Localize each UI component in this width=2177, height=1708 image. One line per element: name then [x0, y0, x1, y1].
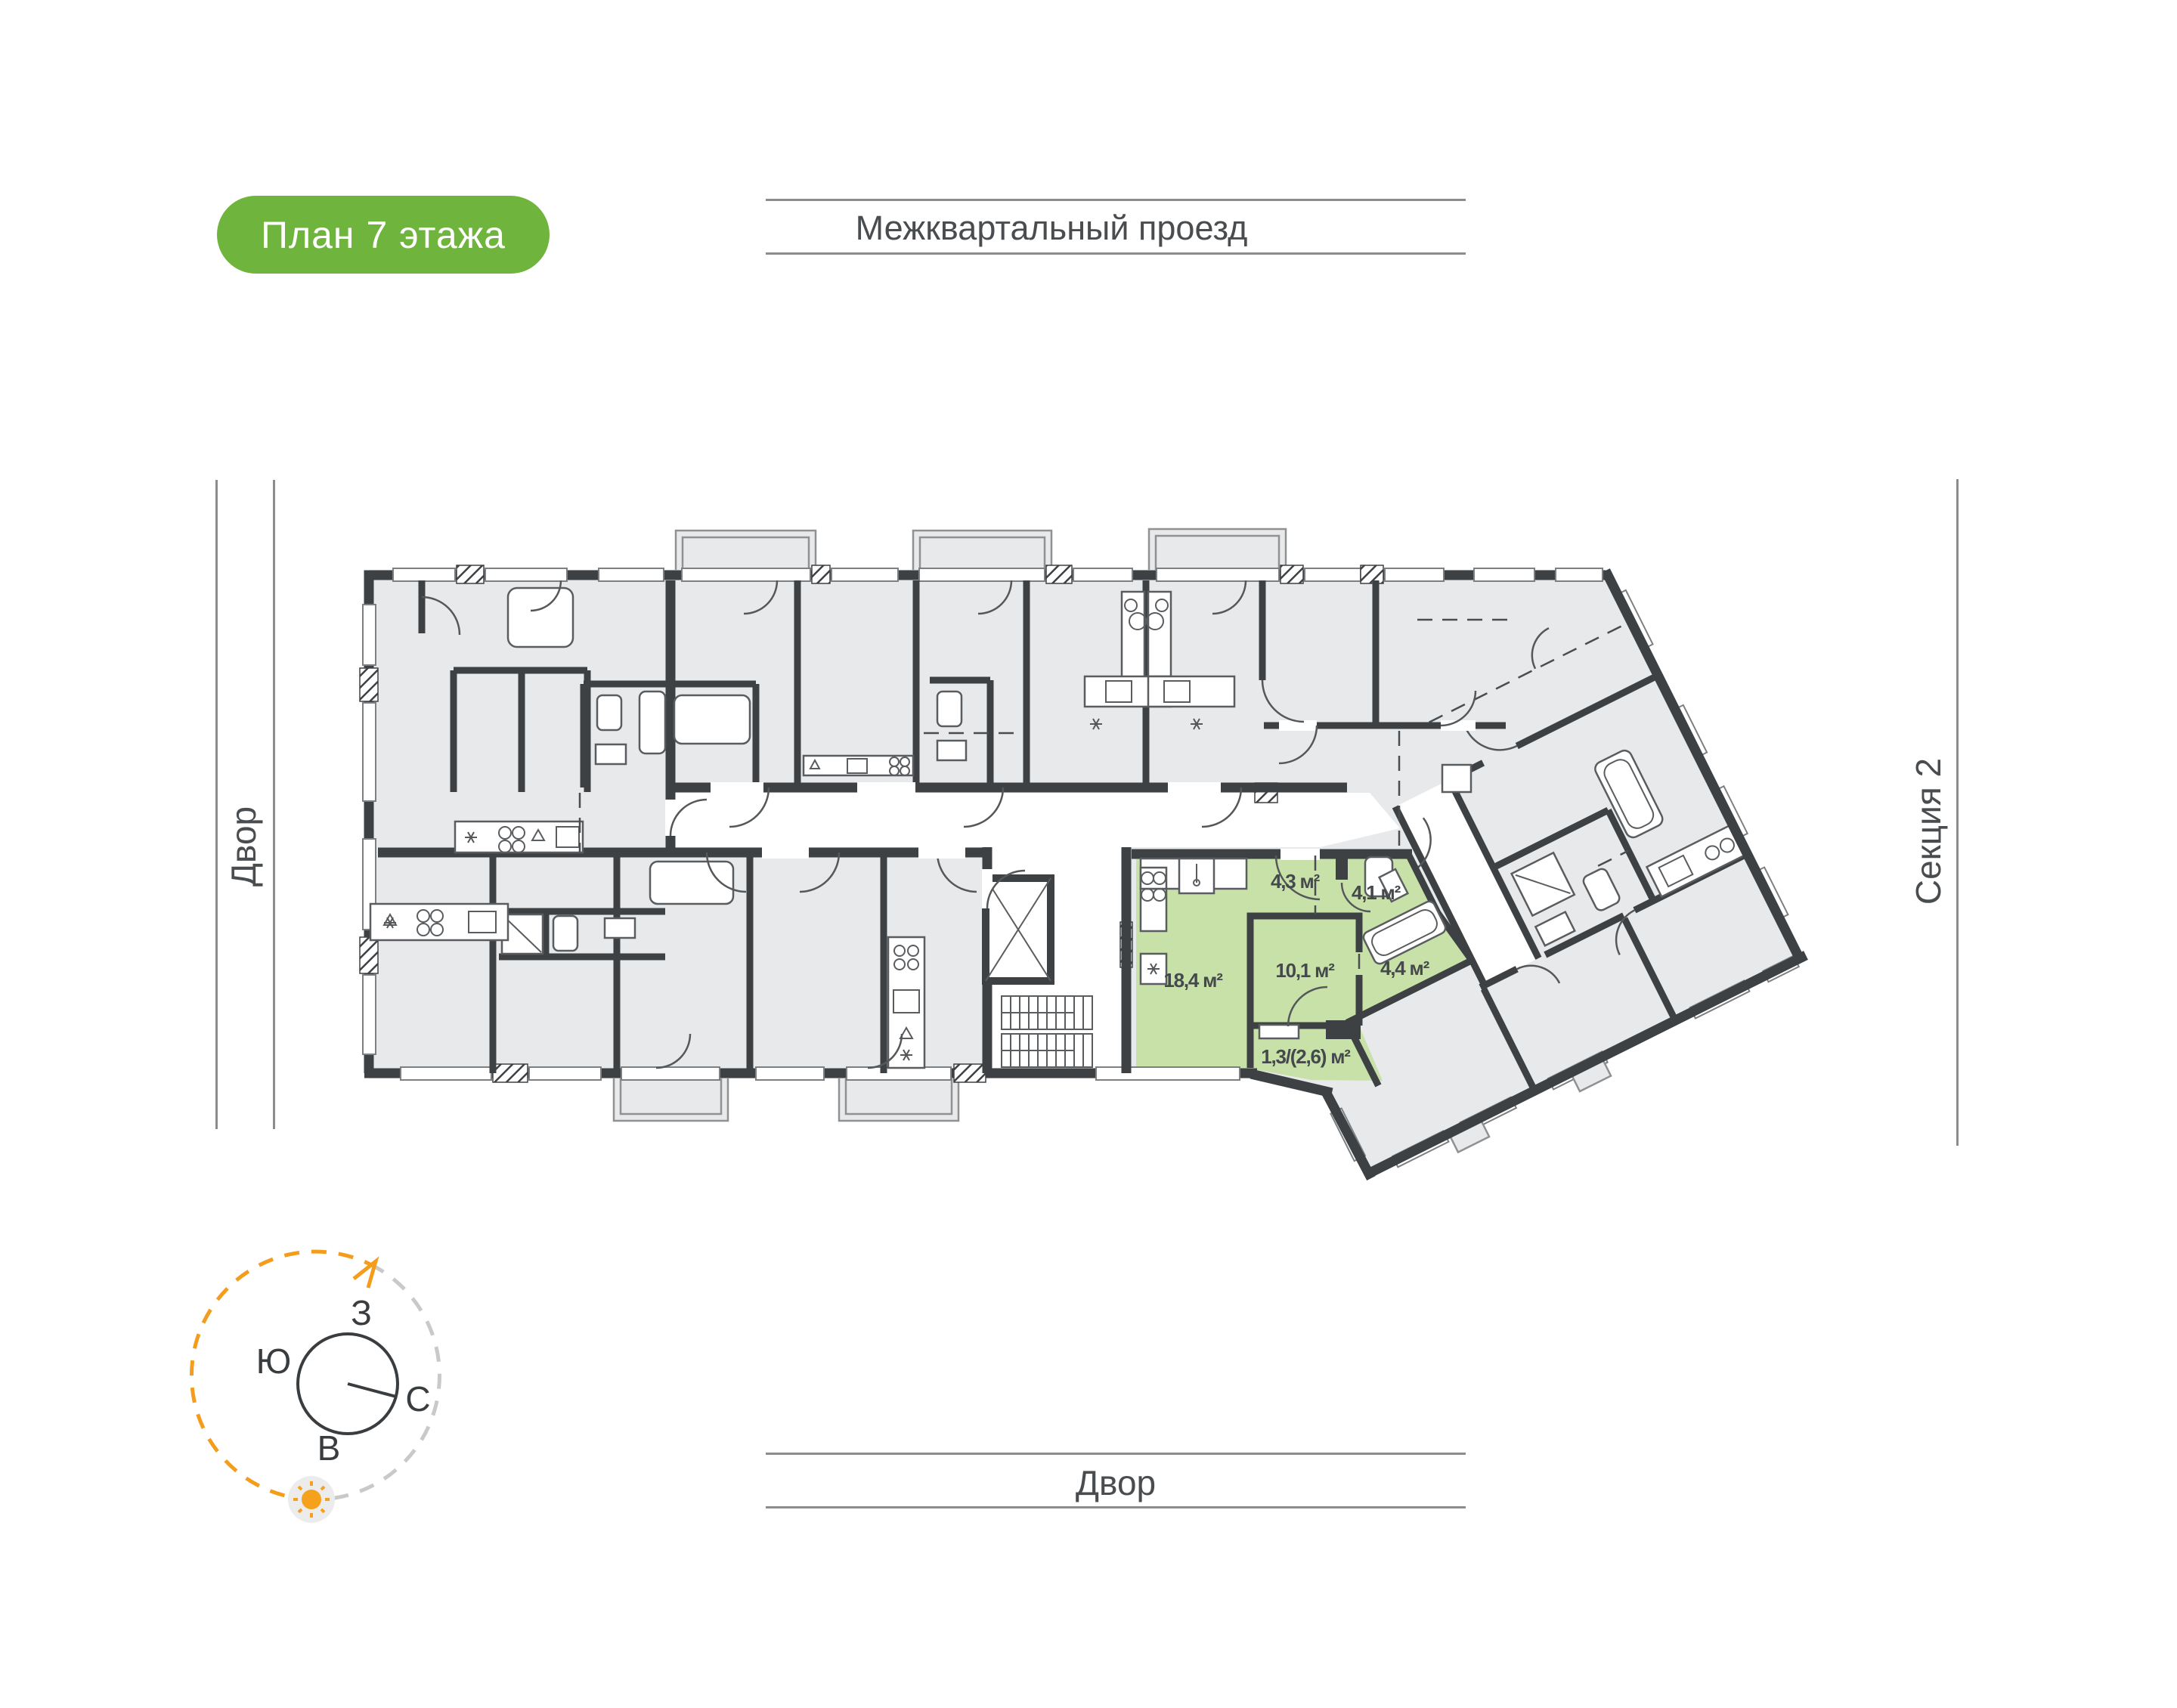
- svg-text:10,1 м²: 10,1 м²: [1275, 959, 1335, 982]
- svg-text:В: В: [317, 1428, 341, 1468]
- svg-text:З: З: [351, 1293, 372, 1332]
- svg-text:4,3 м²: 4,3 м²: [1271, 870, 1321, 893]
- svg-text:18,4 м²: 18,4 м²: [1163, 969, 1223, 992]
- svg-text:С: С: [405, 1379, 430, 1419]
- svg-text:4,1 м²: 4,1 м²: [1352, 881, 1401, 904]
- svg-text:1,3/(2,6) м²: 1,3/(2,6) м²: [1261, 1045, 1351, 1068]
- svg-text:Ю: Ю: [256, 1341, 291, 1381]
- svg-text:4,4 м²: 4,4 м²: [1380, 957, 1430, 979]
